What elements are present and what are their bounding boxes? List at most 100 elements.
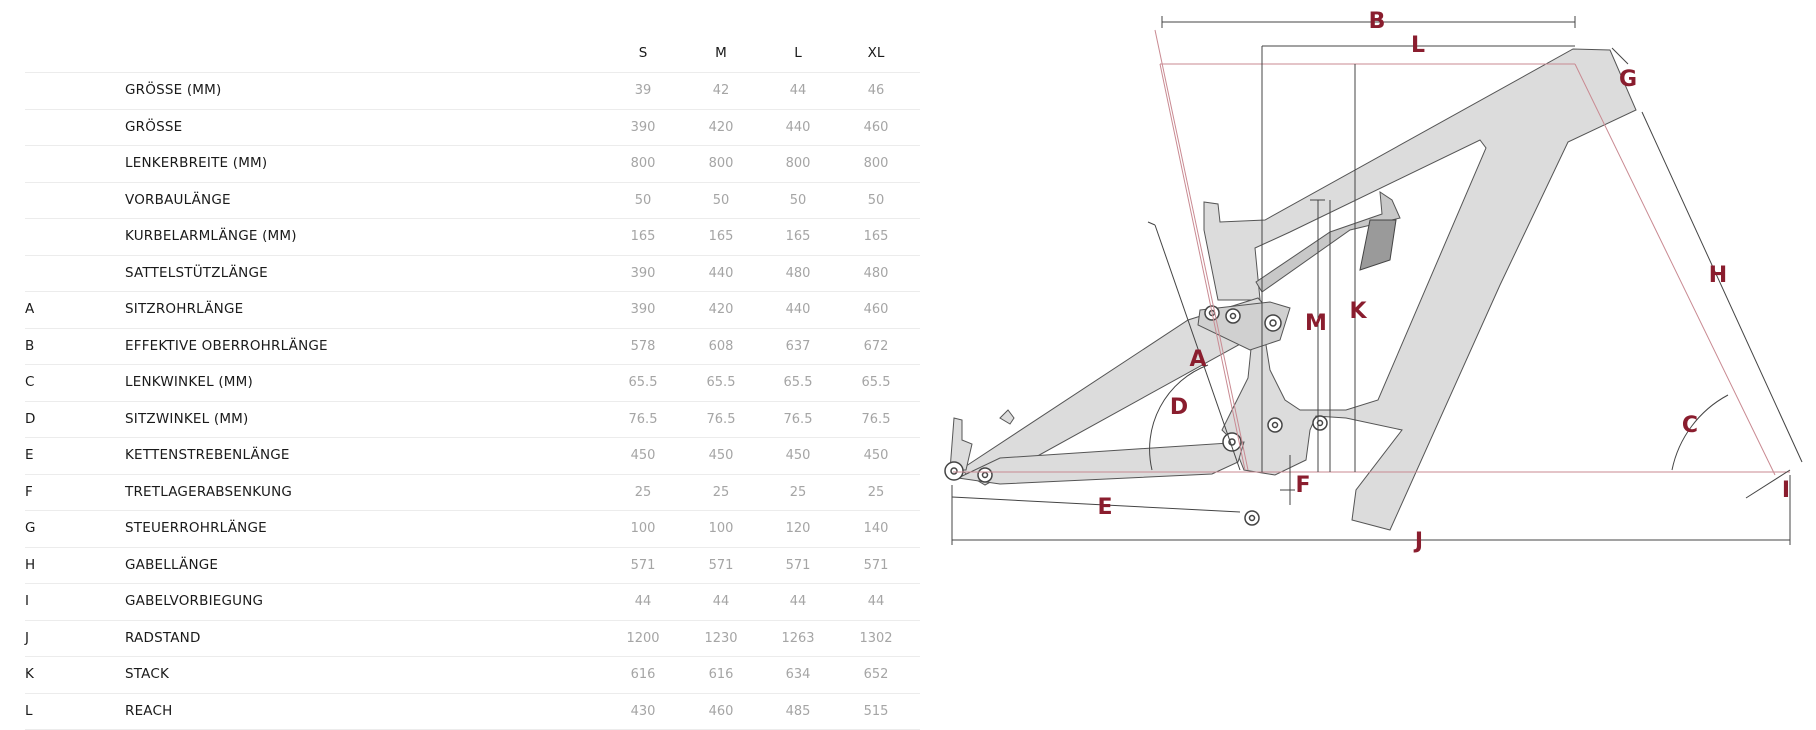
dimension-label: GABELLÄNGE xyxy=(125,548,218,583)
size-value-xl: 460 xyxy=(846,292,906,327)
size-value-m: 50 xyxy=(691,183,751,218)
dimension-label: STEUERROHRLÄNGE xyxy=(125,511,267,546)
size-value-xl: 450 xyxy=(846,438,906,473)
table-row: SATTELSTÜTZLÄNGE 390 440 480 480 xyxy=(25,256,920,293)
size-value-xl: 165 xyxy=(846,219,906,254)
dimension-code: B xyxy=(25,329,65,364)
size-value-s: 578 xyxy=(613,329,673,364)
frame-main xyxy=(1204,49,1636,530)
size-value-m: 420 xyxy=(691,110,751,145)
dimension-label: EFFEKTIVE OBERROHRLÄNGE xyxy=(125,329,328,364)
size-value-xl: 460 xyxy=(846,110,906,145)
dimension-code: F xyxy=(25,475,65,510)
dim-label-i: I xyxy=(1782,478,1790,503)
size-header-xl: XL xyxy=(846,36,906,71)
dimension-code: J xyxy=(25,621,65,656)
size-value-m: 571 xyxy=(691,548,751,583)
size-value-xl: 480 xyxy=(846,256,906,291)
size-value-l: 485 xyxy=(768,694,828,729)
size-value-s: 44 xyxy=(613,584,673,619)
size-value-m: 440 xyxy=(691,256,751,291)
size-value-s: 1200 xyxy=(613,621,673,656)
size-value-xl: 672 xyxy=(846,329,906,364)
dimension-label: GRÖSSE xyxy=(125,110,182,145)
size-header-s: S xyxy=(613,36,673,71)
size-value-s: 25 xyxy=(613,475,673,510)
dim-label-d: D xyxy=(1170,395,1188,420)
size-value-l: 76.5 xyxy=(768,402,828,437)
size-value-l: 440 xyxy=(768,110,828,145)
size-value-l: 480 xyxy=(768,256,828,291)
dim-label-a: A xyxy=(1189,347,1206,372)
bike-frame-diagram: B L G H K M A D C F I E J xyxy=(930,0,1816,717)
size-value-m: 800 xyxy=(691,146,751,181)
size-value-l: 634 xyxy=(768,657,828,692)
dim-label-e: E xyxy=(1097,495,1112,520)
size-value-l: 50 xyxy=(768,183,828,218)
size-value-xl: 515 xyxy=(846,694,906,729)
size-value-m: 44 xyxy=(691,584,751,619)
dimension-label: LENKERBREITE (MM) xyxy=(125,146,267,181)
size-value-l: 450 xyxy=(768,438,828,473)
dimension-label: GRÖSSE (MM) xyxy=(125,73,221,108)
dim-label-c: C xyxy=(1682,413,1698,438)
size-value-xl: 800 xyxy=(846,146,906,181)
size-value-l: 120 xyxy=(768,511,828,546)
size-value-s: 76.5 xyxy=(613,402,673,437)
dimension-label: KURBELARMLÄNGE (MM) xyxy=(125,219,297,254)
size-value-xl: 50 xyxy=(846,183,906,218)
dimension-label: TRETLAGERABSENKUNG xyxy=(125,475,292,510)
size-value-m: 450 xyxy=(691,438,751,473)
dimension-code: A xyxy=(25,292,65,327)
size-value-xl: 1302 xyxy=(846,621,906,656)
dimension-code: D xyxy=(25,402,65,437)
size-value-s: 65.5 xyxy=(613,365,673,400)
size-value-xl: 140 xyxy=(846,511,906,546)
size-value-xl: 65.5 xyxy=(846,365,906,400)
size-value-m: 460 xyxy=(691,694,751,729)
size-value-l: 65.5 xyxy=(768,365,828,400)
size-value-m: 100 xyxy=(691,511,751,546)
size-value-xl: 44 xyxy=(846,584,906,619)
dim-label-f: F xyxy=(1295,473,1310,498)
size-value-s: 165 xyxy=(613,219,673,254)
dimension-label: SATTELSTÜTZLÄNGE xyxy=(125,256,268,291)
dimension-code: K xyxy=(25,657,65,692)
dim-label-m: M xyxy=(1305,311,1327,336)
size-value-m: 76.5 xyxy=(691,402,751,437)
dim-label-l: L xyxy=(1411,33,1425,58)
size-value-l: 165 xyxy=(768,219,828,254)
size-value-s: 616 xyxy=(613,657,673,692)
dimension-label: REACH xyxy=(125,694,173,729)
size-value-s: 800 xyxy=(613,146,673,181)
size-value-xl: 25 xyxy=(846,475,906,510)
table-row: KURBELARMLÄNGE (MM) 165 165 165 165 xyxy=(25,219,920,256)
dimension-code: I xyxy=(25,584,65,619)
dim-label-b: B xyxy=(1369,9,1386,34)
size-value-s: 430 xyxy=(613,694,673,729)
size-value-s: 390 xyxy=(613,110,673,145)
table-header-row: S M L XL xyxy=(25,36,920,73)
size-value-m: 420 xyxy=(691,292,751,327)
size-value-l: 44 xyxy=(768,73,828,108)
size-value-m: 608 xyxy=(691,329,751,364)
dimension-label: KETTENSTREBENLÄNGE xyxy=(125,438,290,473)
dimension-label: SITZROHRLÄNGE xyxy=(125,292,243,327)
size-value-xl: 76.5 xyxy=(846,402,906,437)
size-value-m: 165 xyxy=(691,219,751,254)
size-value-s: 390 xyxy=(613,256,673,291)
dimension-label: VORBAULÄNGE xyxy=(125,183,231,218)
size-value-l: 637 xyxy=(768,329,828,364)
